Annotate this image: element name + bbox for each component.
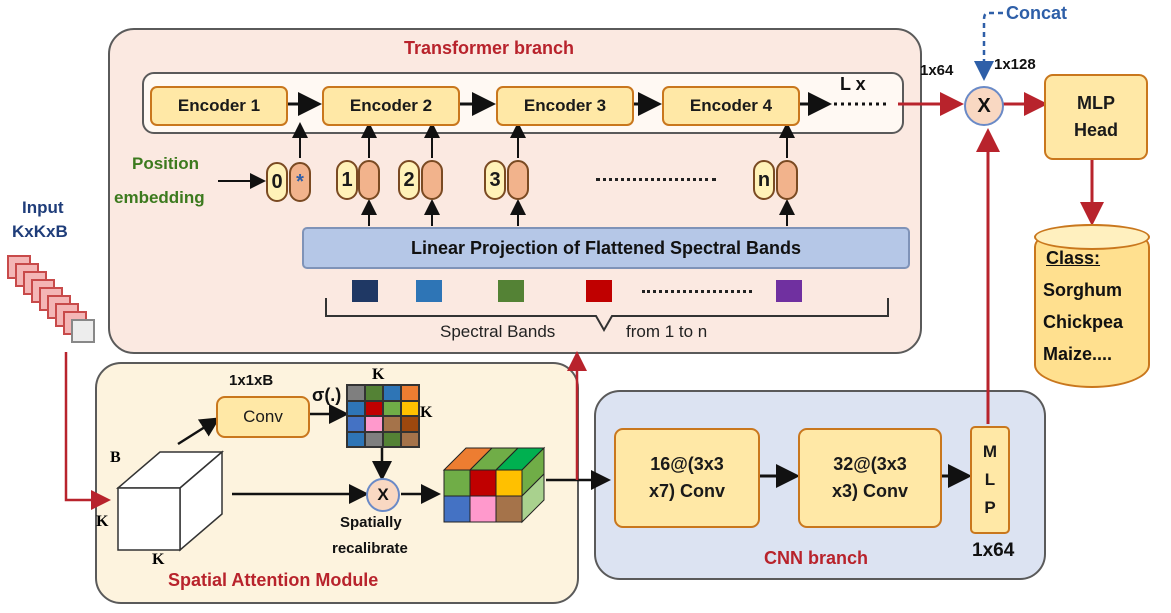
concat-multiply-node: X	[964, 86, 1004, 126]
token-3-embedding	[507, 160, 529, 200]
attention-grid-cell	[365, 385, 383, 401]
concat-left-dim: 1x64	[920, 62, 954, 79]
grid-k-right: K	[420, 404, 433, 421]
cnn-mlp: M L P	[970, 426, 1010, 534]
band-swatch-4	[586, 280, 612, 302]
token-3: 3	[484, 160, 506, 200]
band-swatch-1	[352, 280, 378, 302]
attention-grid-cell	[383, 416, 401, 432]
encoder-2: Encoder 2	[322, 86, 460, 126]
token-2: 2	[398, 160, 420, 200]
cube-b-label: B	[110, 449, 121, 466]
input-label-1: Input	[22, 198, 64, 217]
attention-grid-cell	[347, 431, 365, 447]
attention-grid-cell	[365, 400, 383, 416]
position-embedding-label-2: embedding	[114, 188, 205, 207]
mlp-head: MLP Head	[1044, 74, 1148, 160]
attention-grid-cell	[347, 416, 365, 432]
cnn-mlp-m: M	[982, 442, 998, 461]
attention-grid-cell	[347, 385, 365, 401]
input-label-2: KxKxB	[12, 222, 68, 241]
sam-conv: Conv	[216, 396, 310, 438]
token-1: 1	[336, 160, 358, 200]
cnn-conv-1: 16@(3x3 x7) Conv	[614, 428, 760, 528]
input-cube-stack	[7, 255, 95, 343]
cnn-mlp-dim: 1x64	[972, 540, 1015, 561]
mlp-head-line1: MLP	[1077, 93, 1115, 113]
sigmoid-label: σ(.)	[312, 385, 342, 405]
position-embedding-label-1: Position	[132, 154, 200, 173]
attention-grid-cell	[347, 400, 365, 416]
cnn-conv-1-line1: 16@(3x3	[650, 454, 724, 474]
band-ellipsis	[642, 290, 752, 293]
attention-grid-cell	[365, 431, 383, 447]
cnn-conv-2-line2: x3) Conv	[831, 481, 909, 501]
attention-grid-cell	[401, 416, 419, 432]
conv-dim-label: 1x1xB	[229, 372, 274, 389]
cnn-conv-1-line2: x7) Conv	[648, 481, 726, 501]
band-swatch-3	[498, 280, 524, 302]
transformer-branch-title: Transformer branch	[404, 38, 575, 58]
encoder-4: Encoder 4	[662, 86, 800, 126]
token-n: n	[753, 160, 775, 200]
attention-grid-cell	[401, 431, 419, 447]
attention-grid-cell	[401, 385, 419, 401]
recalibrated-cube	[442, 446, 546, 524]
class-token: *	[289, 162, 311, 202]
cnn-mlp-l: L	[984, 470, 996, 489]
attention-grid-cell	[365, 416, 383, 432]
class-item-2: Chickpea	[1043, 312, 1124, 332]
recalibrate-multiply-node: X	[366, 478, 400, 512]
spectral-bands-range: from 1 to n	[626, 322, 708, 341]
encoder-3: Encoder 3	[496, 86, 634, 126]
concat-right-dim: 1x128	[994, 56, 1036, 73]
token-2-embedding	[421, 160, 443, 200]
sam-title: Spatial Attention Module	[168, 570, 379, 590]
linear-projection: Linear Projection of Flattened Spectral …	[302, 227, 910, 269]
attention-grid-cell	[383, 431, 401, 447]
band-swatch-n	[776, 280, 802, 302]
attention-grid-cell	[383, 400, 401, 416]
attention-weight-grid	[346, 384, 420, 448]
cnn-conv-2: 32@(3x3 x3) Conv	[798, 428, 942, 528]
cnn-branch-title: CNN branch	[764, 548, 869, 568]
token-ellipsis	[596, 178, 716, 181]
class-item-3: Maize....	[1043, 344, 1113, 364]
token-n-embedding	[776, 160, 798, 200]
cnn-conv-2-line1: 32@(3x3	[833, 454, 907, 474]
class-output-cylinder	[1034, 224, 1150, 388]
spectral-bands-label: Spectral Bands	[440, 322, 556, 341]
encoder-1: Encoder 1	[150, 86, 288, 126]
attention-grid-cell	[383, 385, 401, 401]
class-cylinder-top	[1034, 224, 1150, 250]
recalibrate-label-2: recalibrate	[332, 540, 408, 557]
cube-k-bottom-label: K	[152, 551, 165, 568]
token-1-embedding	[358, 160, 380, 200]
mlp-head-line2: Head	[1073, 120, 1118, 140]
band-swatch-2	[416, 280, 442, 302]
class-item-1: Sorghum	[1043, 280, 1122, 300]
layer-repeat-label: L x	[840, 74, 866, 94]
grid-k-top: K	[372, 366, 385, 383]
cube-k-left-label: K	[96, 513, 109, 530]
input-cube	[115, 450, 225, 552]
token-0: 0	[266, 162, 288, 202]
cnn-mlp-p: P	[984, 498, 996, 517]
class-title: Class:	[1046, 248, 1101, 268]
attention-grid-cell	[401, 400, 419, 416]
concat-label: Concat	[1006, 3, 1068, 23]
recalibrate-label-1: Spatially	[340, 514, 402, 531]
